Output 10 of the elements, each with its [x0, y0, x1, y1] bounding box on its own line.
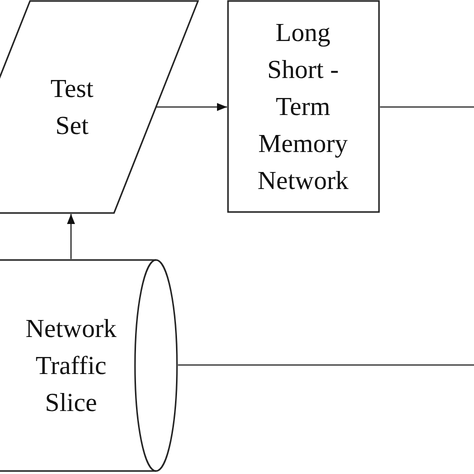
data-parallelogram	[0, 0, 200, 214]
node-label: Test Set	[50, 73, 94, 142]
connector-line	[178, 364, 474, 366]
process-box	[227, 0, 380, 213]
arrow	[156, 103, 227, 111]
node-label: Long Short -Term Memory Network	[256, 17, 350, 197]
connector-line	[380, 106, 474, 108]
arrow	[67, 214, 75, 259]
node-label: Network Traffic Slice	[24, 313, 118, 419]
storage-cylinder	[0, 259, 180, 472]
